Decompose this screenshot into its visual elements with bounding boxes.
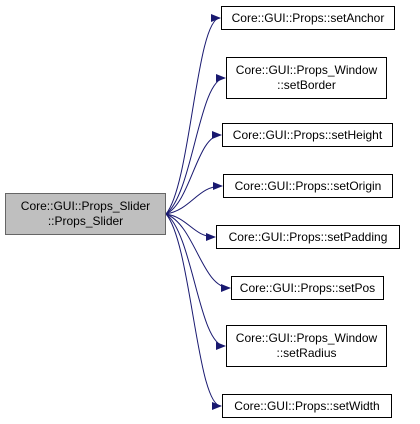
node-set-pos-label: Core::GUI::Props::setPos	[239, 280, 376, 295]
edge-to-set-border	[165, 74, 226, 215]
source-node-label-line1: Core::GUI::Props_Slider	[20, 199, 151, 213]
node-set-anchor[interactable]: Core::GUI::Props::setAnchor	[221, 6, 395, 30]
node-set-height[interactable]: Core::GUI::Props::setHeight	[222, 123, 393, 147]
node-set-padding[interactable]: Core::GUI::Props::setPadding	[216, 225, 400, 249]
node-set-width[interactable]: Core::GUI::Props::setWidth	[222, 394, 392, 418]
node-set-width-label: Core::GUI::Props::setWidth	[234, 398, 380, 413]
node-set-anchor-label: Core::GUI::Props::setAnchor	[231, 10, 385, 25]
node-set-border[interactable]: Core::GUI::Props_Window ::setBorder	[226, 57, 387, 99]
edge-to-set-anchor	[165, 14, 221, 215]
edge-to-set-origin	[165, 182, 223, 215]
edge-to-set-width	[165, 213, 222, 410]
node-set-radius-label-line1: Core::GUI::Props_Window	[235, 331, 378, 345]
source-node-props-slider: Core::GUI::Props_Slider ::Props_Slider	[5, 193, 166, 235]
source-node-label-line2: ::Props_Slider	[47, 214, 124, 228]
node-set-radius-label-line2: ::setRadius	[276, 346, 337, 360]
node-set-origin[interactable]: Core::GUI::Props::setOrigin	[223, 174, 393, 198]
node-set-pos[interactable]: Core::GUI::Props::setPos	[231, 276, 384, 300]
edge-to-set-padding	[165, 213, 216, 241]
node-set-height-label: Core::GUI::Props::setHeight	[232, 127, 383, 142]
edge-to-set-pos	[165, 213, 231, 292]
edge-to-set-height	[165, 131, 222, 215]
edge-to-set-radius	[165, 213, 226, 350]
node-set-origin-label: Core::GUI::Props::setOrigin	[234, 178, 382, 193]
node-set-padding-label: Core::GUI::Props::setPadding	[228, 229, 388, 244]
node-set-border-label-line1: Core::GUI::Props_Window	[235, 63, 378, 77]
node-set-border-label-line2: ::setBorder	[277, 78, 336, 92]
node-set-radius[interactable]: Core::GUI::Props_Window ::setRadius	[226, 325, 387, 367]
